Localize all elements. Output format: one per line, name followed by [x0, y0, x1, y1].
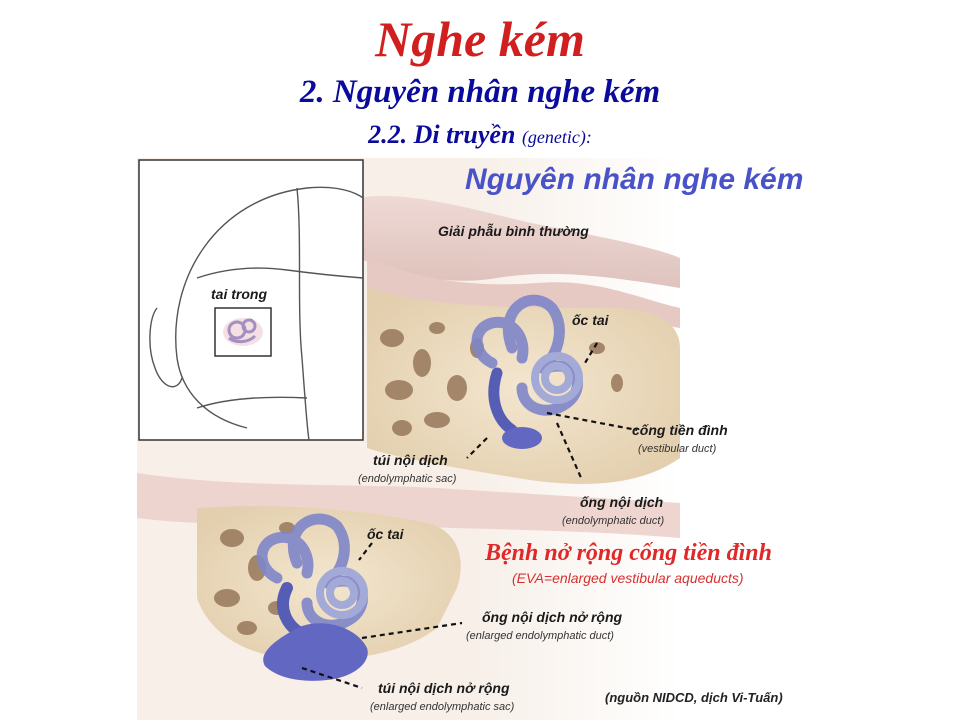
vestibular-duct-label: cống tiền đình [632, 422, 728, 438]
eva-cochlea-label: ốc tai [367, 526, 404, 542]
enlarged-sac-en-label: (enlarged endolymphatic sac) [370, 701, 515, 713]
inner-ear-label: tai trong [211, 286, 267, 302]
normal-anatomy-label: Giải phẫu bình thường [438, 223, 589, 239]
source-credit: (nguồn NIDCD, dịch Vi-Tuấn) [605, 690, 783, 705]
endolymphatic-sac-en-label: (endolymphatic sac) [358, 473, 457, 485]
figure-title: Nguyên nhân nghe kém [465, 163, 804, 196]
section-main: 2.2. Di truyền [368, 120, 516, 149]
endolymphatic-duct-en-label: (endolymphatic duct) [562, 515, 665, 527]
slide-subtitle: 2. Nguyên nhân nghe kém [299, 74, 661, 110]
enlarged-duct-label: ống nội dịch nở rộng [482, 609, 623, 625]
eva-title: Bệnh nở rộng cống tiền đình [485, 540, 772, 566]
section-note: (genetic): [521, 127, 592, 147]
enlarged-sac-label: túi nội dịch nở rộng [378, 680, 510, 696]
anatomy-drawing [137, 158, 680, 720]
endolymphatic-sac-label: túi nội dịch [373, 452, 448, 468]
vestibular-duct-en-label: (vestibular duct) [638, 443, 717, 455]
eva-subtitle: (EVA=enlarged vestibular aqueducts) [512, 570, 744, 586]
ear-anatomy-illustration [137, 158, 680, 720]
enlarged-duct-en-label: (enlarged endolymphatic duct) [466, 630, 614, 642]
section-heading: 2.2. Di truyền (genetic): [0, 120, 960, 150]
slide-title: Nghe kém [375, 11, 585, 67]
normal-cochlea-label: ốc tai [572, 312, 609, 328]
endolymphatic-duct-label: ống nội dịch [580, 494, 664, 510]
